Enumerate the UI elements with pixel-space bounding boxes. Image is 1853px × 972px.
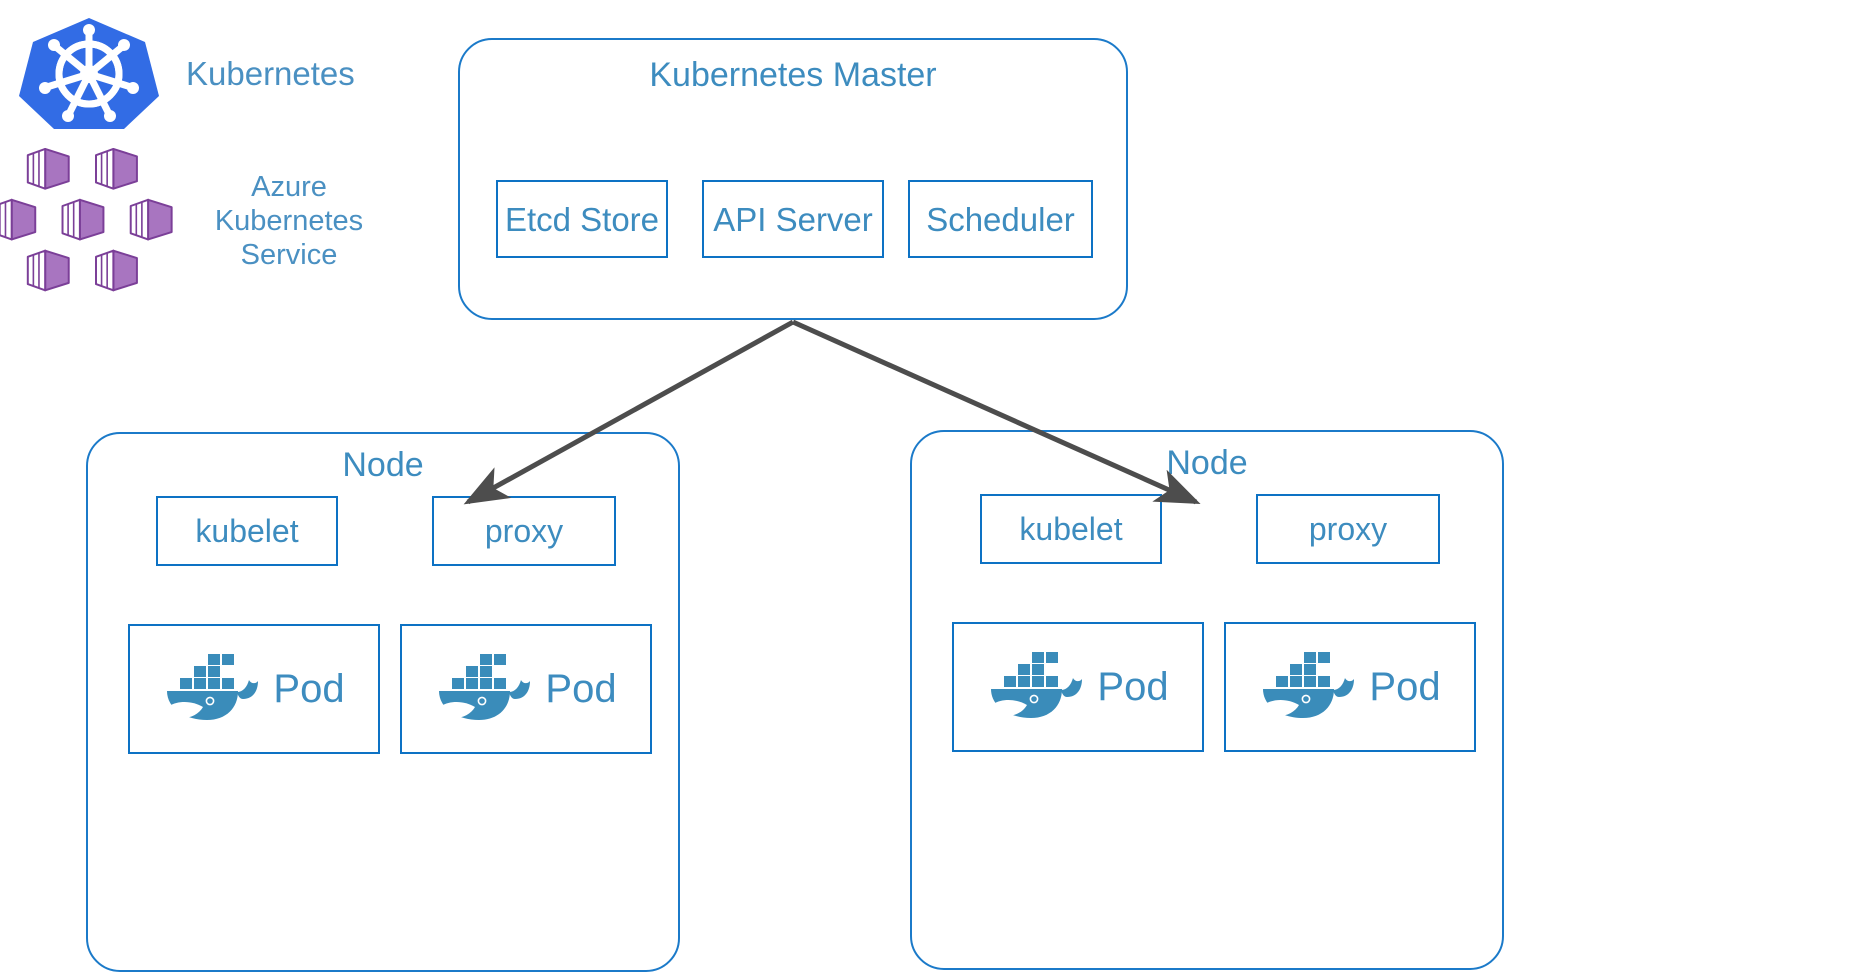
- pod-box[interactable]: Pod: [952, 622, 1204, 752]
- node-daemon-label: proxy: [1308, 511, 1388, 547]
- docker-whale-icon: [987, 646, 1083, 729]
- node-container-right: Node kubelet proxy: [910, 430, 1504, 970]
- node-daemon-proxy[interactable]: proxy: [432, 496, 616, 566]
- master-component-api-server[interactable]: API Server: [702, 180, 884, 258]
- legend-item-kubernetes: Kubernetes: [14, 14, 434, 134]
- node-daemon-label: kubelet: [195, 513, 299, 549]
- pod-label: Pod: [1369, 665, 1441, 709]
- node-title: Node: [1166, 444, 1248, 482]
- kubernetes-master-title: Kubernetes Master: [649, 56, 937, 94]
- node-title: Node: [342, 446, 424, 484]
- master-component-label: Etcd Store: [504, 200, 660, 238]
- master-component-scheduler[interactable]: Scheduler: [908, 180, 1093, 258]
- docker-whale-icon: [163, 648, 259, 731]
- node-daemon-kubelet[interactable]: kubelet: [156, 496, 338, 566]
- kubernetes-logo-icon: [14, 12, 164, 137]
- pod-box[interactable]: Pod: [128, 624, 380, 754]
- pod-label: Pod: [273, 667, 345, 711]
- legend-label-azure-kubernetes-service: Azure Kubernetes Service: [214, 170, 364, 272]
- node-daemon-label: kubelet: [1019, 511, 1123, 547]
- pod-label: Pod: [1097, 665, 1169, 709]
- docker-whale-icon: [435, 648, 531, 731]
- node-daemon-proxy[interactable]: proxy: [1256, 494, 1440, 564]
- pod-box[interactable]: Pod: [1224, 622, 1476, 752]
- kubernetes-master-container: Kubernetes Master Etcd Store API Server …: [458, 38, 1128, 320]
- pod-label: Pod: [545, 667, 617, 711]
- docker-whale-icon: [1259, 646, 1355, 729]
- azure-kubernetes-service-logo-icon: [0, 144, 180, 299]
- master-component-label: API Server: [713, 200, 873, 238]
- node-daemon-label: proxy: [484, 513, 564, 549]
- pod-box[interactable]: Pod: [400, 624, 652, 754]
- legend-label-kubernetes: Kubernetes: [186, 54, 355, 92]
- node-container-left: Node kubelet proxy: [86, 432, 680, 972]
- master-component-label: Scheduler: [926, 200, 1075, 238]
- legend-item-azure-kubernetes-service: Azure Kubernetes Service: [0, 146, 420, 296]
- node-daemon-kubelet[interactable]: kubelet: [980, 494, 1162, 564]
- master-component-etcd-store[interactable]: Etcd Store: [496, 180, 668, 258]
